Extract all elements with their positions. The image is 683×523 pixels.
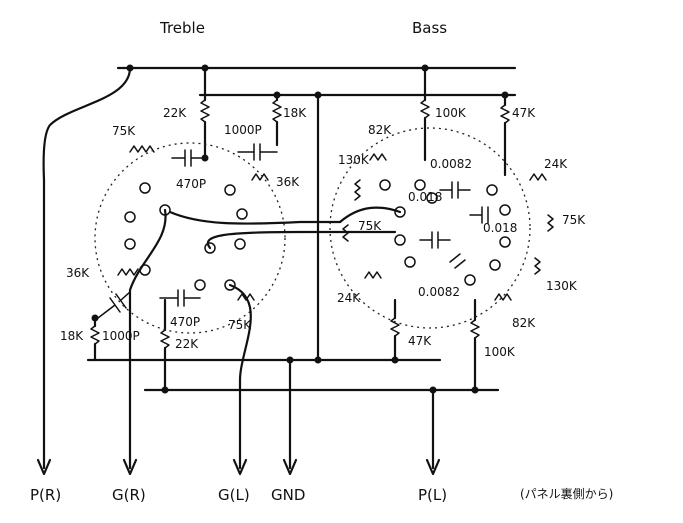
resistor-82k-top [369,153,387,161]
resistor-100k-bot [470,298,480,392]
label-bass-82k-bot: 82K [512,316,536,330]
terminal-g-l: G(L) [218,486,250,504]
treble-title: Treble [159,19,205,37]
label-bass-47k-top: 47K [512,106,536,120]
resistor-75k-top [129,145,155,153]
label-bass-24k-right: 24K [544,157,568,171]
cap-470p-bot [159,289,201,307]
resistor-47k-top [500,93,510,177]
label-bass-100k-bot: 100K [484,345,516,359]
label-treble-22k-top: 22K [163,106,187,120]
label-bass-130k-right: 130K [546,279,578,293]
label-treble-22k-bot: 22K [175,337,199,351]
top-bus [116,66,517,97]
wire-p-r [42,66,132,470]
cap-470p-top [171,149,206,167]
resistor-100k-top [420,66,430,162]
resistor-24k-left [364,271,382,279]
label-bass-018-right: 0.018 [483,221,517,235]
label-treble-1000p-bot: 1000P [102,329,140,343]
resistor-130k-right [534,257,541,275]
label-treble-18k-top: 18K [283,106,307,120]
treble-switch-outline [94,142,286,334]
resistor-82k-bot [494,293,512,301]
wire-g-l [228,283,252,470]
label-bass-75k-right: 75K [562,213,586,227]
resistor-75k-right [547,214,554,232]
resistor-36k-top [251,173,269,181]
resistor-22k-top [200,66,210,160]
label-treble-75k-top: 75K [112,124,136,138]
wire-g-r [128,208,167,470]
label-treble-470p-top: 470P [176,177,206,191]
resistor-75k-bot [237,293,255,301]
resistor-22k-bot [160,298,170,392]
cap-1000p-top [237,143,278,161]
cap-018-right [469,206,489,224]
resistor-47k-bot [390,298,400,362]
label-bass-0082-top: 0.0082 [430,157,472,171]
label-treble-36k-top: 36K [276,175,300,189]
bottom-bus [86,358,500,392]
label-bass-100k-top: 100K [435,106,467,120]
treble-lugs [124,182,248,291]
resistor-36k-left [117,268,139,276]
junction-dots [91,64,509,394]
terminal-gnd: GND [271,486,305,504]
resistor-24k-right [529,173,547,181]
label-bass-130k-left: 130K [338,153,370,167]
label-bass-24k-left: 24K [337,291,361,305]
resistor-18k-top [272,93,282,147]
terminal-g-r: G(R) [112,486,146,504]
label-treble-18k-bot: 18K [60,329,84,343]
resistor-75k-mid [342,224,349,242]
wire-treble-to-bass [168,210,342,225]
resistor-130k-left [354,179,361,201]
terminal-p-r: P(R) [30,486,61,504]
resistor-18k-bot [90,316,100,362]
panel-back-note: (パネル裏側から) [520,486,613,501]
label-bass-75k-mid: 75K [358,219,382,233]
label-treble-470p-bot: 470P [170,315,200,329]
cap-0082-bot [449,253,466,269]
bass-title: Bass [412,19,447,37]
bass-lugs [379,179,511,286]
cap-018-center [419,231,451,249]
label-treble-36k-left: 36K [66,266,90,280]
cap-1000p-bot [97,291,131,319]
bass-switch-outline [329,127,531,329]
label-bass-0082-bot: 0.0082 [418,285,460,299]
cap-0082-top [439,181,471,199]
label-bass-47k-bot: 47K [408,334,432,348]
terminal-p-l: P(L) [418,486,447,504]
label-bass-82k-top: 82K [368,123,392,137]
label-bass-018-a: 0.018 [408,190,442,204]
label-treble-1000p-top: 1000P [224,123,262,137]
label-treble-75k-bot: 75K [228,318,252,332]
